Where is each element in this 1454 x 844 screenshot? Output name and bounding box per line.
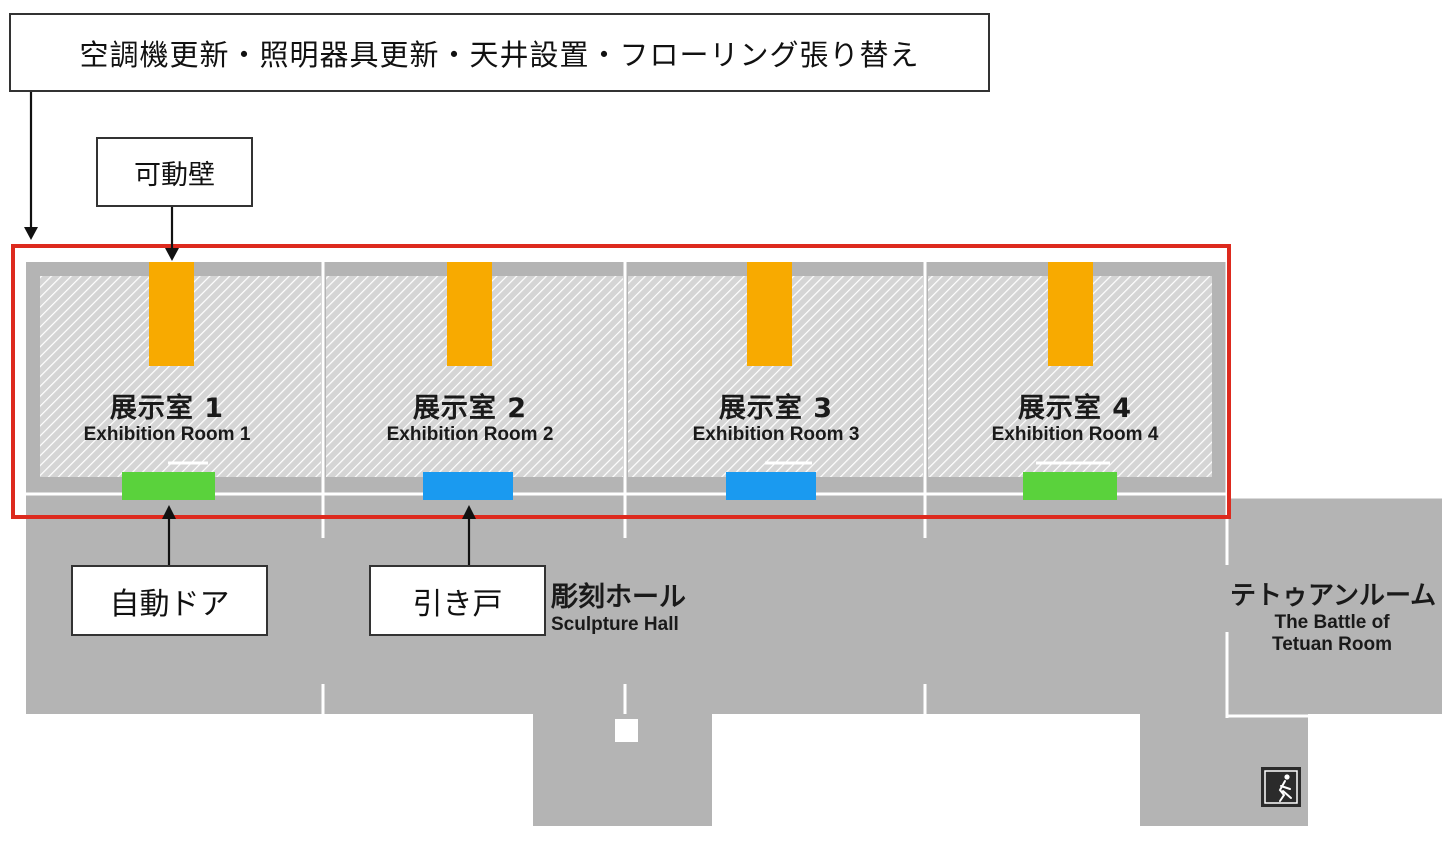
room-3-title: 展示室 3 Exhibition Room 3: [648, 394, 904, 446]
sliding-door-2: [423, 472, 513, 500]
room-2-title: 展示室 2 Exhibition Room 2: [342, 394, 598, 446]
movable-wall-callout: 可動壁: [96, 137, 253, 207]
room-3-name-en: Exhibition Room 3: [692, 424, 860, 445]
sculpture-hall-name-ja: 彫刻ホール: [551, 582, 686, 613]
renovation-callout-text: 空調機更新・照明器具更新・天井設置・フローリング張り替え: [79, 37, 920, 72]
movable-wall-callout-text: 可動壁: [134, 159, 215, 191]
automatic-door-1: [122, 472, 215, 500]
sliding-door-3: [726, 472, 816, 500]
tetuan-room-name-en-line1: The Battle of: [1274, 612, 1390, 633]
room-1-title: 展示室 1 Exhibition Room 1: [40, 394, 294, 446]
movable-walls: [149, 262, 1093, 366]
tetuan-room-name-ja: テトゥアンルーム: [1230, 581, 1437, 611]
callout-arrows: [24, 92, 476, 565]
automatic-door-callout: 自動ドア: [71, 565, 268, 636]
automatic-door-callout-text: 自動ドア: [109, 586, 230, 622]
room-4-name-en: Exhibition Room 4: [991, 424, 1159, 445]
arrow-sliding-door-head: [462, 505, 476, 519]
arrow-automatic-door-head: [162, 505, 176, 519]
room-3-name-ja: 展示室 3: [718, 393, 834, 424]
tetuan-room-title: テトゥアンルーム The Battle of Tetuan Room: [1230, 580, 1437, 656]
emergency-exit-icon: [1261, 767, 1301, 807]
renovation-callout: 空調機更新・照明器具更新・天井設置・フローリング張り替え: [9, 13, 990, 92]
arrow-renovation-head: [24, 227, 38, 240]
room-2-name-en: Exhibition Room 2: [386, 424, 554, 445]
sliding-door-callout: 引き戸: [369, 565, 546, 636]
room-1-name-ja: 展示室 1: [109, 393, 225, 424]
renovation-area-frame: [11, 244, 1231, 519]
movable-wall-4: [1048, 262, 1093, 366]
tetuan-room-name-en-line2: Tetuan Room: [1272, 634, 1392, 655]
sculpture-hall-name-en: Sculpture Hall: [551, 614, 679, 635]
sculpture-hall-title: 彫刻ホール Sculpture Hall: [551, 582, 686, 636]
room-4-name-ja: 展示室 4: [1017, 393, 1133, 424]
doors: [122, 472, 1117, 500]
movable-wall-1: [149, 262, 194, 366]
room-2-name-ja: 展示室 2: [412, 393, 528, 424]
automatic-door-4: [1023, 472, 1117, 500]
room-1-name-en: Exhibition Room 1: [83, 424, 251, 445]
arrow-movable-wall-head: [165, 248, 179, 261]
room-4-title: 展示室 4 Exhibition Room 4: [947, 394, 1203, 446]
exhibition-rooms-hatched: [40, 276, 1212, 477]
pillar-marker: [615, 719, 638, 742]
movable-wall-2: [447, 262, 492, 366]
movable-wall-3: [747, 262, 792, 366]
sliding-door-callout-text: 引き戸: [412, 586, 503, 622]
